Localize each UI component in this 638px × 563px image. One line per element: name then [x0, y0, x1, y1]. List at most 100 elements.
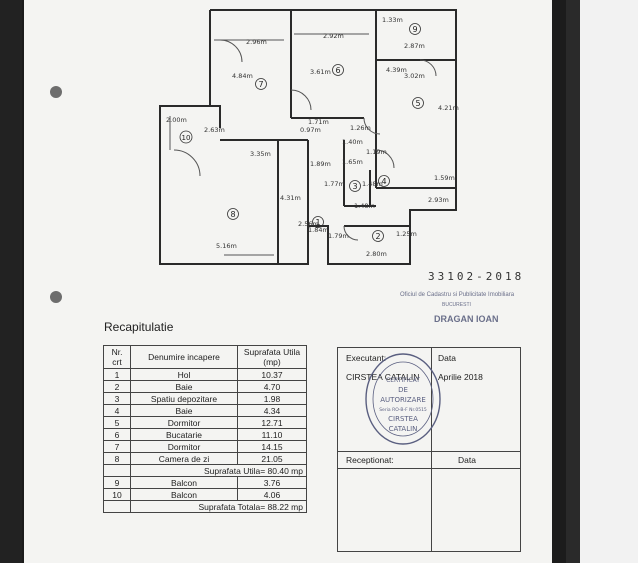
dimension-label: 2.87m — [404, 42, 425, 50]
seal-name1: CIRSTEA — [388, 415, 418, 423]
room-number: 5 — [415, 99, 420, 108]
authorization-seal: CERTIFICAT DE AUTORIZARE Seria RO-B-F Nr… — [365, 353, 441, 445]
cell-area: 11.10 — [237, 428, 307, 441]
dimension-label: 0.97m — [300, 126, 321, 134]
cell-area: 3.76 — [237, 476, 307, 489]
room-number: 3 — [352, 182, 357, 191]
dimension-label: 3.61m — [310, 68, 331, 76]
area-table: Nr. crt Denumire incapere Suprafata Util… — [103, 345, 307, 513]
empty-cell — [103, 464, 131, 477]
right-background — [566, 0, 638, 563]
plan-id-number: 33102-2018 — [428, 270, 525, 283]
header-nr: Nr. crt — [103, 345, 131, 369]
recap-title: Recapitulatie — [104, 320, 174, 334]
dimension-label: 2.93m — [428, 196, 449, 204]
cell-area: 21.05 — [237, 452, 307, 465]
cell-nr: 2 — [103, 380, 131, 393]
dimension-label: 1.79m — [328, 232, 349, 240]
stamp-city-text: BUCURESTI — [442, 302, 471, 308]
seal-de: DE — [398, 386, 408, 394]
dimension-label: 1.26m — [350, 124, 371, 132]
room-number: 1 — [315, 218, 320, 227]
seal-serie: Seria RO-B-F Nr.0515 — [379, 407, 427, 413]
empty-cell — [103, 500, 131, 513]
executant-label: Executant: — [346, 353, 387, 363]
cell-area: 14.15 — [237, 440, 307, 453]
header-area: Suprafata Utila (mp) — [237, 345, 307, 369]
dimension-label: 2.80m — [366, 250, 387, 258]
cell-nr: 10 — [103, 488, 131, 501]
cell-name: Balcon — [130, 488, 238, 501]
cell-name: Dormitor — [130, 416, 238, 429]
cell-nr: 1 — [103, 368, 131, 381]
dimension-label: 5.16m — [216, 242, 237, 250]
dimension-label: 4.31m — [280, 194, 301, 202]
dimension-label: 2.56m — [298, 220, 319, 228]
cell-area: 4.06 — [237, 488, 307, 501]
cell-nr: 8 — [103, 452, 131, 465]
data-label: Data — [438, 353, 456, 363]
room-number: 8 — [230, 210, 235, 219]
cell-name: Balcon — [130, 476, 238, 489]
cell-name: Dormitor — [130, 440, 238, 453]
signature-box: Executant: CIRSTEA CATALIN Data Aprilie … — [337, 347, 521, 552]
cadastre-stamp: Oficiul de Cadastru si Publicitate Imobi… — [396, 290, 546, 340]
dimension-label: 1.84m — [308, 226, 329, 234]
dimension-label: 1.25m — [396, 230, 417, 238]
room-number: 9 — [412, 25, 417, 34]
dimension-label: 1.65m — [342, 158, 363, 166]
seal-certificat: CERTIFICAT — [386, 377, 420, 384]
cell-name: Spatiu depozitare — [130, 392, 238, 405]
room-number: 2 — [375, 232, 380, 241]
dimension-label: 2.00m — [166, 116, 187, 124]
cell-nr: 5 — [103, 416, 131, 429]
cell-name: Hol — [130, 368, 238, 381]
cell-name: Bucatarie — [130, 428, 238, 441]
table-header-row: Nr. crt Denumire incapere Suprafata Util… — [103, 345, 307, 369]
stamp-name-text: DRAGAN IOAN — [434, 314, 499, 324]
cell-area: 4.34 — [237, 404, 307, 417]
dimension-label: 4.39m — [386, 66, 407, 74]
left-background — [0, 0, 22, 563]
dimension-label: 3.02m — [404, 72, 425, 80]
dimension-label: 1.40m — [342, 138, 363, 146]
stamp-office-text: Oficiul de Cadastru si Publicitate Imobi… — [400, 292, 515, 298]
subtotal-value: 80.40 mp — [267, 465, 303, 476]
receptionat-label: Receptionat: — [346, 455, 394, 465]
room-number: 10 — [182, 134, 191, 142]
room-number: 6 — [335, 66, 340, 75]
room-number: 4 — [381, 177, 386, 186]
cell-area: 12.71 — [237, 416, 307, 429]
total-value: 88.22 mp — [267, 501, 303, 512]
dimension-label: 1.89m — [310, 160, 331, 168]
data-value: Aprilie 2018 — [438, 372, 483, 382]
dimension-label: 1.48m — [362, 180, 383, 188]
dimension-label: 1.48m — [354, 202, 375, 210]
punch-hole — [50, 291, 62, 303]
subtotal-cell: Suprafata Utila= 80.40 mp — [130, 464, 307, 477]
total-row: Suprafata Totala= 88.22 mp — [103, 500, 307, 513]
header-name: Denumire incapere — [130, 345, 238, 369]
punch-hole — [50, 86, 62, 98]
cell-nr: 6 — [103, 428, 131, 441]
dimension-label: 1.19m — [366, 148, 387, 156]
dimension-label: 4.84m — [232, 72, 253, 80]
seal-autorizare: AUTORIZARE — [380, 396, 426, 404]
cell-nr: 4 — [103, 404, 131, 417]
dimension-label: 1.59m — [434, 174, 455, 182]
seal-name2: CATALIN — [389, 425, 418, 433]
dimension-label: 1.33m — [382, 16, 403, 24]
room-number: 7 — [258, 80, 263, 89]
total-label: Suprafata Totala= — [198, 501, 266, 512]
cell-nr: 9 — [103, 476, 131, 489]
